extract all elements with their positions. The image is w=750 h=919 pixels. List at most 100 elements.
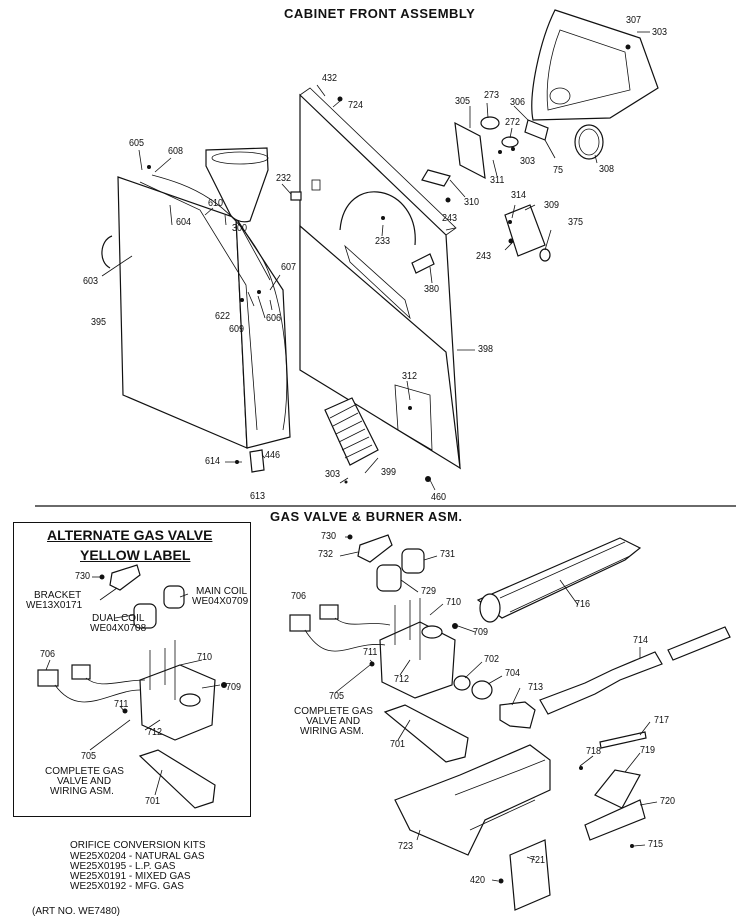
- console-307: [531, 9, 659, 121]
- door-seal-610: [151, 174, 288, 431]
- part-label-710: 710: [446, 597, 462, 608]
- part-label-705: 705: [81, 751, 97, 762]
- part-label-713: 713: [528, 682, 544, 693]
- bulb-375: [539, 248, 551, 262]
- part-label-375: 375: [568, 217, 584, 228]
- latch-613: [249, 449, 265, 473]
- bracket-309: [504, 204, 546, 257]
- part-label-610: 610: [208, 198, 224, 209]
- part-306: [524, 119, 549, 141]
- switch-273: [480, 116, 500, 130]
- screws: [147, 44, 631, 484]
- part-232: [290, 191, 302, 201]
- part-label-720: 720: [660, 796, 676, 807]
- part-label-706: 706: [291, 591, 307, 602]
- part-label-715: 715: [648, 839, 664, 850]
- complete-gas-valve-label-right-2: VALVE AND: [306, 716, 361, 727]
- part-label-310: 310: [464, 197, 480, 208]
- part-label-614: 614: [205, 456, 221, 467]
- part-label-307: 307: [626, 15, 642, 26]
- part-label-75: 75: [553, 165, 564, 176]
- part-label-607: 607: [281, 262, 297, 273]
- part-label-398: 398: [478, 344, 494, 355]
- complete-gas-valve-label-3: WIRING ASM.: [50, 786, 114, 797]
- art-number: (ART NO. WE7480): [32, 906, 120, 917]
- dual-coil-part-number: WE04X0708: [90, 623, 147, 634]
- part-label-730: 730: [75, 571, 91, 582]
- part-label-243: 243: [476, 251, 492, 262]
- part-label-609: 609: [229, 324, 245, 335]
- part-label-705: 705: [329, 691, 345, 702]
- part-label-604: 604: [176, 217, 192, 228]
- part-label-232: 232: [276, 173, 292, 184]
- orifice-kit-3: WE25X0191 - MIXED GAS: [70, 871, 191, 882]
- part-label-732: 732: [318, 549, 334, 560]
- complete-gas-valve-label-right-3: WIRING ASM.: [300, 726, 364, 737]
- part-label-711: 711: [114, 699, 129, 710]
- part-label-711: 711: [363, 647, 378, 658]
- part-label-712: 712: [147, 727, 163, 738]
- part-label-311: 311: [490, 175, 505, 186]
- alt-valve-drawing: [37, 564, 227, 809]
- dual-coil-label: DUAL COIL: [92, 613, 145, 624]
- part-label-710: 710: [197, 652, 213, 663]
- part-label-718: 718: [586, 746, 602, 757]
- part-label-273: 273: [484, 90, 500, 101]
- part-label-716: 716: [575, 599, 591, 610]
- complete-gas-valve-label-1: COMPLETE GAS: [45, 766, 124, 777]
- complete-gas-valve-label-right-1: COMPLETE GAS: [294, 706, 373, 717]
- part-label-308: 308: [599, 164, 615, 175]
- part-label-731: 731: [440, 549, 456, 560]
- part-label-303: 303: [652, 27, 668, 38]
- knob-272: [501, 136, 519, 148]
- part-label-432: 432: [322, 73, 338, 84]
- part-310: [421, 169, 451, 187]
- part-label-724: 724: [348, 100, 364, 111]
- part-label-704: 704: [505, 668, 521, 679]
- bracket-part-number: WE13X0171: [26, 600, 83, 611]
- part-label-702: 702: [484, 654, 500, 665]
- part-label-309: 309: [544, 200, 560, 211]
- lint-filter-300: [205, 147, 269, 223]
- part-label-399: 399: [381, 467, 397, 478]
- part-label-729: 729: [421, 586, 437, 597]
- part-label-395: 395: [91, 317, 107, 328]
- leader-lines-alt: [45, 576, 221, 796]
- grille-399: [324, 397, 379, 466]
- cabinet-front-header: CABINET FRONT ASSEMBLY: [284, 6, 476, 21]
- part-label-603: 603: [83, 276, 99, 287]
- orifice-kit-1: WE25X0204 - NATURAL GAS: [70, 851, 205, 862]
- part-label-314: 314: [511, 190, 527, 201]
- part-label-303: 303: [325, 469, 341, 480]
- part-label-723: 723: [398, 841, 414, 852]
- part-label-714: 714: [633, 635, 649, 646]
- part-label-303: 303: [520, 156, 536, 167]
- hinge-603: [101, 235, 113, 269]
- leader-lines-burner: [334, 536, 658, 882]
- part-label-380: 380: [424, 284, 440, 295]
- part-label-272: 272: [505, 117, 521, 128]
- bracket-label: BRACKET: [34, 590, 82, 601]
- leader-lines-cabinet: [101, 31, 650, 491]
- main-coil-label: MAIN COIL: [196, 586, 248, 597]
- part-label-622: 622: [215, 311, 231, 322]
- cabinet-front-398: [299, 87, 461, 470]
- orifice-kits-title: ORIFICE CONVERSION KITS: [70, 840, 206, 851]
- gas-valve-header: GAS VALVE & BURNER ASM.: [270, 509, 463, 524]
- door-panel-395: [117, 176, 291, 449]
- main-coil-part-number: WE04X0709: [192, 596, 249, 607]
- part-label-243: 243: [442, 213, 458, 224]
- part-label-605: 605: [129, 138, 145, 149]
- part-label-709: 709: [473, 627, 489, 638]
- plunger-380: [411, 253, 435, 274]
- part-label-719: 719: [640, 745, 656, 756]
- part-label-709: 709: [226, 682, 242, 693]
- part-label-460: 460: [431, 492, 447, 503]
- part-label-608: 608: [168, 146, 184, 157]
- part-label-420: 420: [470, 875, 486, 886]
- alternate-gas-valve-box: [13, 522, 251, 817]
- alternate-box-title: ALTERNATE GAS VALVE: [47, 527, 213, 543]
- part-label-613: 613: [250, 491, 266, 502]
- orifice-kit-2: WE25X0195 - L.P. GAS: [70, 861, 176, 872]
- burner-drawing: [289, 534, 731, 911]
